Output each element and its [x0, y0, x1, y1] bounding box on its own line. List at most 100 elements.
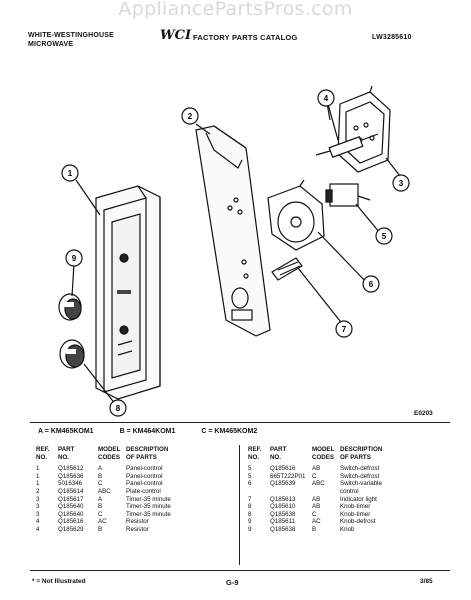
knob-8-part	[59, 339, 85, 369]
cell-model-code: C	[312, 510, 317, 518]
cell-description: Indicator light	[340, 495, 377, 503]
indicator-light-part	[271, 257, 303, 281]
footnote: * = Not Illustrated	[32, 578, 86, 585]
control-plate-part	[195, 125, 271, 337]
header-ref-no: REF. NO.	[36, 446, 50, 461]
brand-block: WHITE-WESTINGHOUSE MICROWAVE	[28, 31, 114, 49]
cell-description: Plate-control	[126, 487, 161, 495]
cell-part-no: Q185636	[58, 472, 84, 480]
cell-model-code: AB	[312, 465, 321, 473]
cell-ref-no	[248, 488, 270, 496]
cell-ref-no: 9	[248, 525, 252, 533]
cell-model-code: AB	[312, 495, 321, 503]
table-row: control	[248, 488, 410, 496]
cell-description: Switch-variable	[340, 480, 382, 488]
cell-ref-no: 7	[248, 495, 252, 503]
timer-part	[337, 85, 391, 173]
page-number: G-9	[226, 578, 239, 587]
cell-description: Resistor	[126, 525, 149, 533]
control-panel-part	[95, 185, 161, 400]
table-row: 8 Q185638 C Knob-timer	[248, 511, 410, 519]
cell-part-no: Q185614	[58, 487, 84, 495]
cell-part-no: Q185616	[58, 518, 84, 526]
cell-description: Timer-35 minute	[126, 503, 171, 511]
parts-table-right: REF. NO. PART NO. MODEL CODES DESCRIPTIO…	[248, 446, 410, 534]
cell-model-code: B	[98, 503, 103, 511]
parts-table-left: REF. NO. PART NO. MODEL CODES DESCRIPTIO…	[36, 446, 196, 534]
callout-2: 2	[181, 107, 199, 125]
cell-ref-no: 8	[248, 510, 252, 518]
cell-model-code: C	[312, 472, 317, 480]
cell-description: Knob-timer	[340, 503, 371, 511]
cell-description: Switch-defrost	[340, 465, 380, 473]
cell-ref-no: 9	[248, 518, 252, 526]
cell-model-code: ABC	[98, 487, 111, 495]
cell-part-no: Q185613	[270, 495, 296, 503]
cell-ref-no: 1	[36, 480, 40, 488]
catalog-date: 3/85	[420, 578, 433, 585]
header-model-codes: MODEL CODES	[98, 446, 121, 461]
cell-part-no: 665T222P01	[270, 472, 306, 480]
cell-model-code: A	[98, 465, 103, 473]
brand-line-2: MICROWAVE	[28, 41, 74, 48]
table-divider	[239, 445, 240, 565]
cell-part-no: Q185616	[270, 465, 296, 473]
cell-part-no: Q185638	[270, 510, 296, 518]
cell-part-no: Q185612	[58, 465, 84, 473]
cell-ref-no: 1	[36, 472, 40, 480]
knob-9-part	[58, 293, 82, 321]
header-part-no-right: PART NO.	[270, 446, 287, 461]
diagram-code: E0203	[414, 410, 433, 417]
callout-2-label: 2	[188, 112, 193, 121]
catalog-title: FACTORY PARTS CATALOG	[193, 33, 298, 42]
cell-part-no: Q185629	[58, 525, 84, 533]
callout-6: 6	[362, 275, 380, 293]
table-row: 2 Q185614 ABC Plate-control	[36, 488, 196, 496]
cell-part-no: Q185640	[58, 503, 84, 511]
callout-3: 3	[392, 174, 410, 192]
model-key-c: C = KM465KOM2	[201, 428, 258, 435]
cell-description: Switch-defrost	[340, 472, 380, 480]
callout-5: 5	[375, 227, 393, 245]
cell-model-code: C	[98, 510, 103, 518]
cell-description: Panel-control	[126, 465, 163, 473]
cell-description: Resistor	[126, 518, 149, 526]
cell-ref-no: 3	[36, 510, 40, 518]
cell-description: control	[340, 487, 359, 495]
cell-ref-no: 4	[36, 525, 40, 533]
cell-description: Knob-defrost	[340, 518, 376, 526]
divider-bottom	[30, 570, 450, 571]
model-key-line: A = KM465KOM1 B = KM464KOM1 C = KM465KOM…	[38, 428, 257, 435]
cell-model-code: AC	[312, 518, 321, 526]
table-header-left: REF. NO. PART NO. MODEL CODES DESCRIPTIO…	[36, 446, 196, 461]
callout-4-label: 4	[324, 94, 329, 103]
cell-model-code: AC	[98, 518, 107, 526]
table-row: 7 Q185613 AB Indicator light	[248, 496, 410, 504]
callout-9-label: 9	[72, 254, 77, 263]
cell-description: Timer-35 minute	[126, 495, 171, 503]
cell-ref-no: 2	[36, 487, 40, 495]
cell-description: Knob-timer	[340, 510, 371, 518]
switch-part	[325, 183, 371, 207]
cell-ref-no: 3	[36, 495, 40, 503]
cell-ref-no: 6	[248, 480, 252, 488]
model-key-b: B = KM464KOM1	[119, 428, 176, 435]
cell-part-no: Q185610	[270, 503, 296, 511]
callout-8-label: 8	[116, 404, 121, 413]
callout-7-label: 7	[342, 325, 347, 334]
brand-line-1: WHITE-WESTINGHOUSE	[28, 32, 115, 39]
callout-6-label: 6	[369, 280, 374, 289]
callout-9: 9	[65, 249, 83, 267]
cell-description: Knob	[340, 525, 355, 533]
callout-3-label: 3	[399, 179, 404, 188]
